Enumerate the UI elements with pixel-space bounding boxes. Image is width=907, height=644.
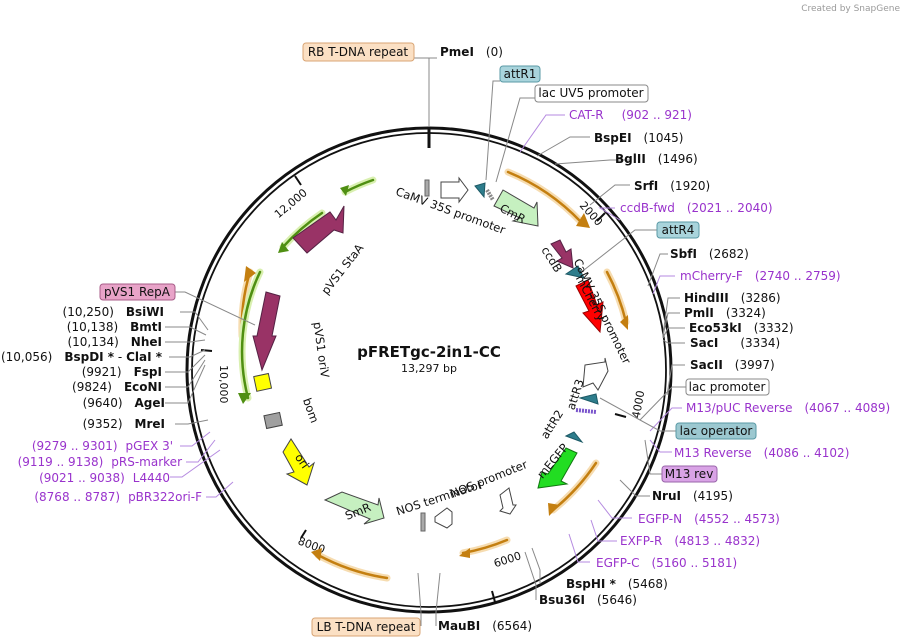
nos-terminator-label: NOS terminator [394,477,484,518]
camv35s-promoter-1-arrow [440,176,469,204]
lb-marker [420,512,426,532]
pvs1-staa-label: pVS1 StaA [318,241,366,297]
attr4-label: attR4 [662,223,695,237]
primer-prs-marker: (9119 .. 9138)pRS-marker [18,455,182,469]
pvs1-oriv-box [253,372,273,392]
enzyme-eco53ki: Eco53kI(3332) [689,321,794,335]
enzyme-sbfi: SbfI(2682) [670,247,749,261]
enzyme-mrei: (9352)MreI [83,417,165,431]
enzyme-bglii: BglII(1496) [615,152,698,166]
enzyme-pmli: PmlI(3324) [684,306,766,320]
enzyme-econi: (9824)EcoNI [72,380,162,394]
primer-pbr322ori-f: (8768 .. 8787)pBR322ori-F [34,490,202,504]
enzyme-bmti: (10,138)BmtI [67,320,162,334]
primer-pgex3: (9279 .. 9301)pGEX 3' [32,439,173,453]
attr2-label: attR2 [538,407,566,441]
plasmid-size: 13,297 bp [401,362,457,375]
enzyme-bsiwi: (10,250)BsiWI [63,305,164,319]
primer-egfp-c: EGFP-C(5160 .. 5181) [596,556,737,570]
enzyme-pmei: PmeI(0) [440,45,503,59]
plasmid-name: pFRETgc-2in1-CC [357,343,501,361]
enzyme-bspdi-clai: (10,056)BspDI * - ClaI * [1,350,163,364]
lacuv5-label: lac UV5 promoter [538,86,643,100]
lb-tdna-box [311,617,421,637]
feature-shapes [252,176,609,532]
m13rev-box [661,465,718,483]
attr1-label: attR1 [504,67,537,81]
pvs1-oriv-label: pVS1 oriV [310,321,332,379]
primer-labels: CAT-R(902 .. 921) ccdB-fwd(2021 .. 2040)… [18,108,891,570]
primer-egfp-n: EGFP-N(4552 .. 4573) [638,512,780,526]
svg-text:12,000: 12,000 [272,186,310,221]
svg-text:10,000: 10,000 [217,365,230,404]
lac-operator-box [675,422,757,440]
primer-ccdb-fwd: ccdB-fwd(2021 .. 2040) [620,201,773,215]
tick-marks [200,175,627,603]
m13rev-box-label: M13 rev [665,467,714,481]
lb-tdna-label: LB T-DNA repeat [317,620,416,634]
enzyme-maubi: MauBI(6564) [438,619,532,633]
enzyme-srfi: SrfI(1920) [634,179,710,193]
nos-terminator-arrow [434,507,453,529]
attr1-box [499,65,541,83]
ori-arrow [282,438,315,486]
attr4-marker [564,265,585,279]
mcherry-arrow [575,279,604,334]
enzyme-hindiii: HindIII(3286) [684,291,781,305]
pvs1-repa-box [99,283,176,301]
enzyme-sacii: SacII(3997) [690,358,775,372]
attr3-marker [578,393,599,405]
enzyme-agei: (9640)AgeI [83,396,165,410]
enzyme-bsu36i: Bsu36I(5646) [539,593,637,607]
primer-exfp-r: EXFP-R(4813 .. 4832) [620,534,760,548]
ccdb-arrow [550,239,574,269]
snapgene-credit: Created by SnapGene [801,4,900,14]
nos-promoter-arrow [499,487,517,515]
attr3-label: attR3 [564,377,587,411]
pvs1-repa-arrow [252,291,281,372]
primer-cat-r: CAT-R(902 .. 921) [569,108,692,122]
enzyme-labels: PmeI(0) BspEI(1045) BglII(1496) SrfI(192… [438,45,794,633]
rb-tdna-label: RB T-DNA repeat [308,45,409,59]
enzyme-nhei: (10,134)NheI [67,335,162,349]
primer-m13-reverse: M13 Reverse(4086 .. 4102) [674,446,849,460]
feature-arcs [238,168,630,582]
camv35s-promoter-2-arrow [582,357,609,391]
arc-arrowheads [238,185,628,561]
primer-m13puc-reverse: M13/pUC Reverse(4067 .. 4089) [686,401,890,415]
attr4-box [656,221,700,239]
bom-label: bom [300,396,322,425]
enzyme-bspei: BspEI(1045) [594,131,683,145]
enzyme-nrui: NruI(4195) [652,489,733,503]
enzyme-bsphi: BspHI *(5468) [566,577,668,591]
lac-promoter-label: lac promoter [689,380,766,394]
cmr-arrow [493,189,539,227]
rb-marker [424,179,430,197]
svg-text:6000: 6000 [492,549,523,570]
attr1-marker [474,182,486,199]
lac-operator-label: lac operator [680,424,753,438]
enzyme-saci: SacI(3334) [690,336,780,350]
megfp-arrow [537,447,578,489]
bom-box [263,411,283,430]
smr-arrow [323,491,385,525]
primer-l4440: (9021 .. 9038)L4440 [39,471,170,485]
pvs1-repa-label: pVS1 RepA [104,285,171,299]
boxed-labels: RB T-DNA repeat attR1 lac UV5 promoter a… [99,42,770,637]
leader-lines [165,57,686,626]
primer-mcherry-f: mCherry-F(2740 .. 2759) [680,269,841,283]
svg-text:8000: 8000 [296,535,327,557]
pvs1-staa-arrow [292,205,345,254]
enzyme-fspi: (9921)FspI [82,365,162,379]
rb-tdna-box [302,42,415,62]
lacuv5-box [534,84,649,103]
enzyme-labels-left: (9352)MreI (9640)AgeI (9824)EcoNI (9921)… [1,305,165,431]
lac-promoter-box [685,378,770,396]
attr2-marker [564,431,584,444]
svg-text:4000: 4000 [630,389,648,419]
